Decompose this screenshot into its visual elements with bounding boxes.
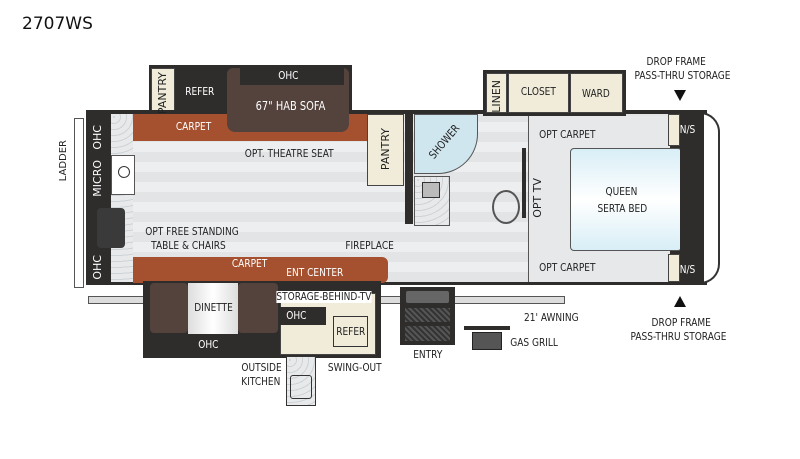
burner-icon	[118, 166, 130, 178]
table-label: OPT FREE STANDING	[145, 225, 239, 238]
outdoor-refer	[333, 316, 368, 347]
micro-label: MICRO	[91, 160, 104, 197]
pantry-top-label: PANTRY	[156, 72, 169, 115]
ohc-kitchen-label: OHC	[286, 309, 307, 322]
grill-label: GAS GRILL	[510, 336, 558, 349]
fireplace-label: FIREPLACE	[345, 239, 394, 252]
pantry-mid-label: PANTRY	[379, 128, 392, 171]
refer-out-label: REFER	[336, 325, 366, 338]
ohc-left-top-label: OHC	[91, 125, 104, 150]
nightstand-top	[668, 114, 680, 146]
sink-basin	[422, 182, 440, 198]
headboard	[680, 112, 704, 284]
theatre-label: OPT. THEATRE SEAT	[244, 147, 334, 160]
ns-bottom-label: N/S	[679, 263, 696, 276]
bed-label-2: SERTA BED	[597, 202, 648, 215]
table-label-2: TABLE & CHAIRS	[151, 239, 226, 252]
ohc-dinette-label: OHC	[198, 338, 219, 351]
burner-icon	[290, 375, 312, 399]
kitchen-counter	[111, 114, 133, 282]
ent-center-label: ENT CENTER	[286, 266, 344, 279]
opt-carpet-top-label: OPT CARPET	[539, 128, 596, 141]
bath-sink	[414, 176, 450, 226]
sofa-label: 67" HAB SOFA	[255, 99, 326, 113]
pantry-mid	[367, 114, 404, 186]
queen-bed	[570, 148, 682, 251]
storage-tv-label: STORAGE-BEHIND-TV	[276, 290, 372, 303]
closet	[508, 73, 569, 113]
outside-kitchen-label: OUTSIDE	[241, 361, 282, 374]
linen-label: LINEN	[490, 80, 503, 113]
ward-label: WARD	[582, 87, 610, 100]
linen	[486, 73, 507, 113]
model-title: 2707WS	[22, 14, 93, 34]
drop-frame-bottom: DROP FRAME	[651, 316, 711, 329]
ns-top-label: N/S	[679, 123, 696, 136]
ladder-label: LADDER	[58, 140, 69, 182]
drop-frame-bottom-2: PASS-THRU STORAGE	[630, 330, 727, 343]
toilet	[492, 190, 520, 224]
arrow-down-icon	[674, 90, 686, 101]
tv-wall	[522, 148, 526, 218]
ohc-left-bottom-label: OHC	[91, 255, 104, 280]
refer-top-label: REFER	[185, 85, 215, 98]
step	[405, 326, 450, 341]
grill-shelf	[464, 326, 510, 330]
ohc-sofa	[240, 68, 344, 85]
gas-grill	[472, 332, 502, 350]
carpet-bottom-label: CARPET	[231, 257, 268, 270]
carpet-bottom	[133, 257, 388, 283]
carpet-top-label: CARPET	[175, 120, 212, 133]
bath-wall	[405, 114, 413, 224]
sink	[97, 208, 125, 248]
step	[405, 308, 450, 322]
closet-label: CLOSET	[520, 85, 556, 98]
arrow-up-icon	[674, 296, 686, 307]
ohc-sofa-label: OHC	[278, 69, 299, 82]
step	[406, 291, 449, 303]
dinette-label: DINETTE	[194, 301, 233, 314]
drop-frame-top-2: PASS-THRU STORAGE	[634, 69, 731, 82]
dinette-bench-right	[238, 283, 278, 333]
ward	[570, 73, 623, 113]
opt-tv-label: OPT TV	[531, 178, 544, 218]
nightstand-bottom	[668, 254, 680, 282]
swing-out-label: SWING-OUT	[327, 361, 382, 374]
dinette-table	[188, 283, 238, 334]
drop-frame-top: DROP FRAME	[646, 55, 706, 68]
awning-label: 21' AWNING	[523, 311, 579, 324]
ohc-kitchen	[280, 307, 326, 325]
entry-label: ENTRY	[413, 348, 443, 361]
opt-carpet-bottom-label: OPT CARPET	[539, 261, 596, 274]
sofa-seat	[227, 100, 349, 132]
outside-kitchen-label-2: KITCHEN	[241, 375, 281, 388]
ladder	[74, 118, 84, 288]
bed-label: QUEEN	[605, 185, 638, 198]
dinette-bench-left	[150, 283, 188, 333]
